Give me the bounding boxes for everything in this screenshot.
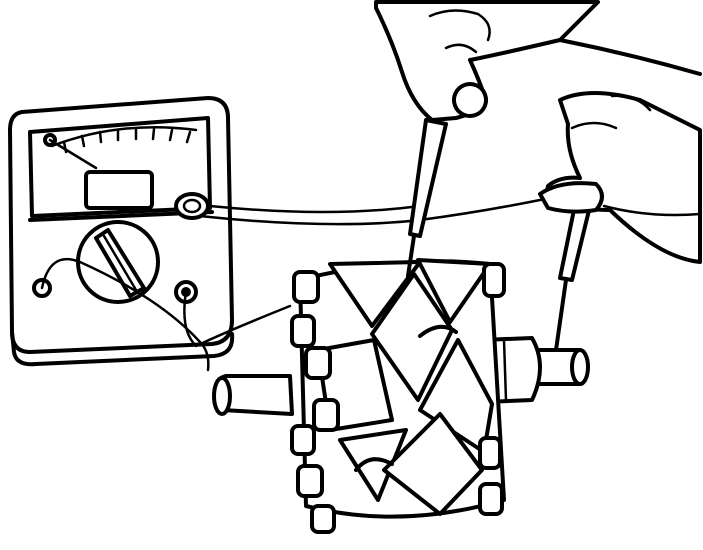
pole-finger xyxy=(382,412,484,516)
rotor-icon xyxy=(212,258,590,534)
range-selector-icon xyxy=(76,220,160,304)
rotor-teeth xyxy=(290,262,506,534)
meter-scale-ticks xyxy=(62,127,192,154)
pole-finger xyxy=(328,260,422,328)
pole-finger xyxy=(418,338,494,454)
pole-finger xyxy=(416,258,492,324)
adjust-knob xyxy=(174,192,210,220)
meter-window xyxy=(28,116,212,218)
hand-icon xyxy=(374,0,702,264)
sleeve-outline xyxy=(558,38,702,76)
meter-needle xyxy=(48,138,98,170)
multimeter-icon xyxy=(8,96,235,367)
zero-adjust-plate xyxy=(84,170,154,210)
